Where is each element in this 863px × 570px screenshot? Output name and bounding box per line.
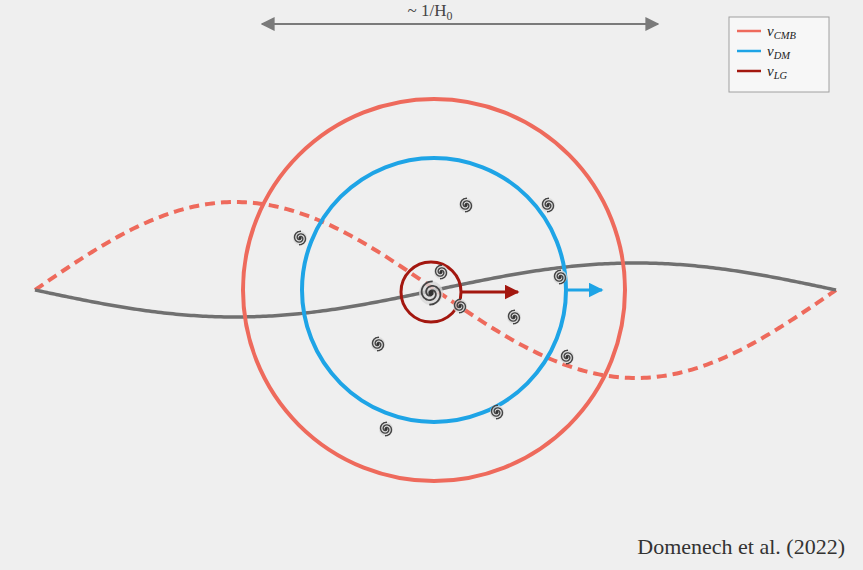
legend-box bbox=[729, 17, 829, 92]
legend-swatch bbox=[737, 70, 761, 73]
wave-lines bbox=[35, 202, 836, 378]
galaxy-icon bbox=[293, 231, 307, 245]
galaxy-icon bbox=[553, 270, 567, 284]
galaxy-icon bbox=[434, 265, 448, 279]
citation-caption: Domenech et al. (2022) bbox=[637, 534, 845, 560]
legend-label: vLG bbox=[767, 63, 787, 80]
legend-label: vDM bbox=[767, 43, 790, 60]
galaxy-icon bbox=[560, 350, 574, 364]
legend-label: vCMB bbox=[767, 23, 796, 40]
dm-circle bbox=[302, 158, 566, 422]
legend-swatch bbox=[737, 30, 761, 33]
galaxies bbox=[293, 198, 574, 436]
galaxy-icon bbox=[419, 281, 443, 305]
galaxy-icon bbox=[541, 198, 555, 212]
cmb-circle bbox=[243, 99, 625, 481]
lg-velocity-arrow bbox=[462, 291, 518, 294]
dm-velocity-arrow bbox=[568, 289, 602, 292]
scale-label: ~ 1/H0 bbox=[408, 1, 453, 21]
dm-wave bbox=[35, 263, 836, 317]
galaxy-icon bbox=[459, 198, 473, 212]
cmb-wave bbox=[35, 202, 836, 378]
lg-circle bbox=[401, 262, 461, 322]
galaxy-icon bbox=[490, 405, 504, 419]
galaxy-icon bbox=[379, 422, 393, 436]
galaxy-icon bbox=[507, 310, 521, 324]
galaxy-icon bbox=[453, 299, 467, 313]
legend-swatch bbox=[737, 50, 761, 53]
galaxy-icon bbox=[371, 337, 385, 351]
scale-arrow bbox=[262, 23, 658, 25]
